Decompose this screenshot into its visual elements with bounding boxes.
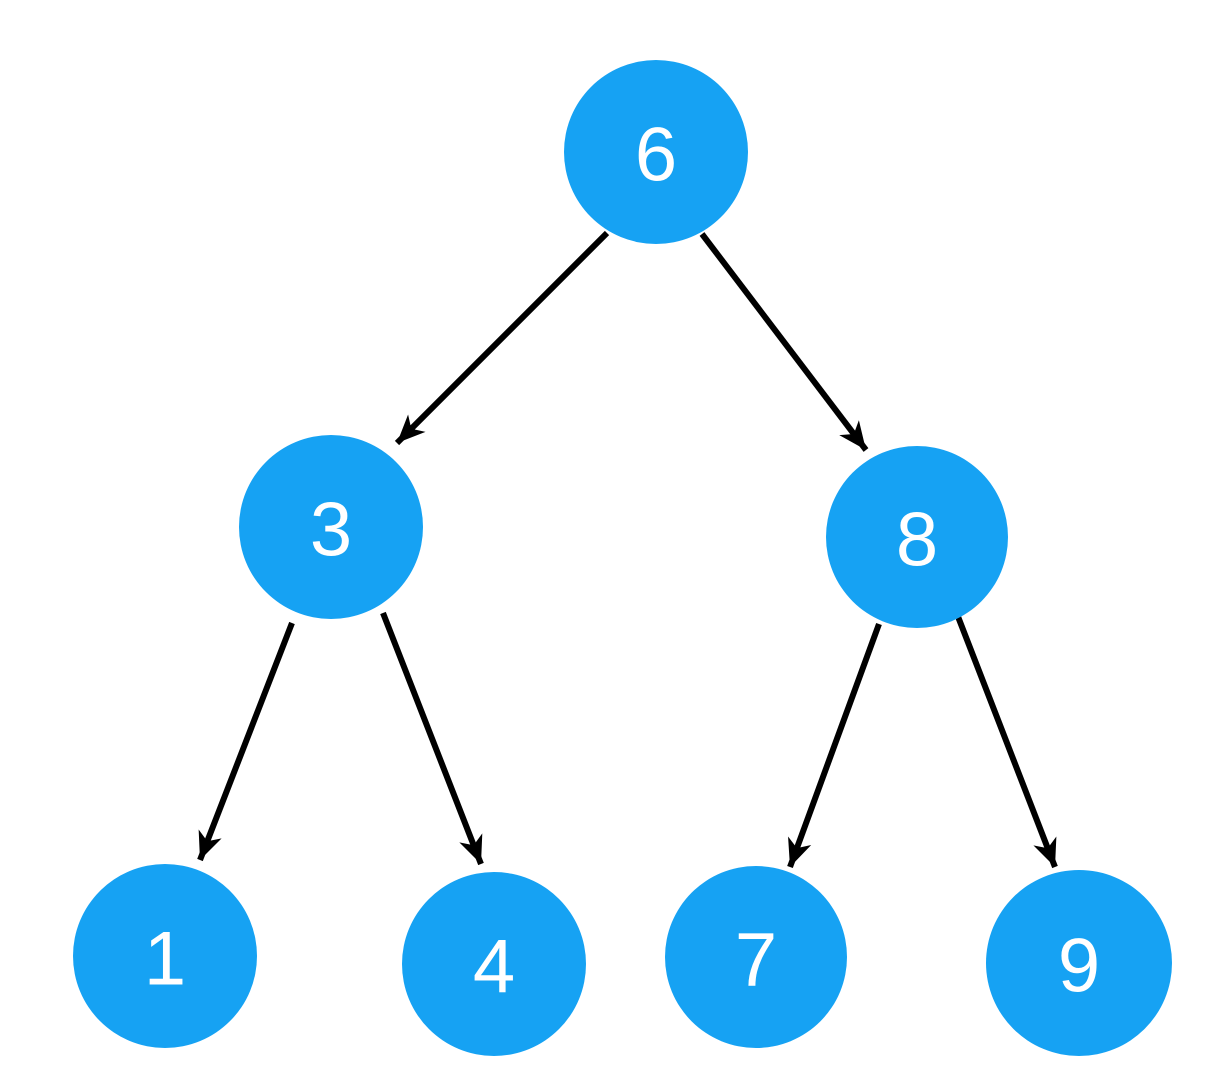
edge-6-3 xyxy=(394,230,610,446)
tree-node-label: 8 xyxy=(896,498,938,583)
tree-node-9: 9 xyxy=(986,870,1172,1056)
tree-node-circle xyxy=(665,866,847,1048)
tree-node-label: 1 xyxy=(144,917,186,1002)
tree-node-circle xyxy=(986,870,1172,1056)
tree-node-4: 4 xyxy=(402,872,586,1056)
tree-node-circle xyxy=(564,60,748,244)
edge-3-1 xyxy=(197,621,295,862)
tree-node-1: 1 xyxy=(73,864,257,1048)
tree-node-7: 7 xyxy=(665,866,847,1048)
tree-node-circle xyxy=(826,446,1008,628)
tree-node-circle xyxy=(73,864,257,1048)
tree-nodes: 6 3 8 1 4 7 9 xyxy=(73,60,1172,1056)
tree-node-label: 4 xyxy=(473,925,515,1010)
tree-node-label: 6 xyxy=(635,113,677,198)
tree-node-circle xyxy=(239,435,423,619)
tree-node-3: 3 xyxy=(239,435,423,619)
tree-edges xyxy=(197,230,1058,869)
tree-node-6: 6 xyxy=(564,60,748,244)
tree-node-circle xyxy=(402,872,586,1056)
edge-8-9 xyxy=(954,612,1058,869)
tree-node-label: 7 xyxy=(735,918,777,1003)
edge-6-8 xyxy=(699,232,869,452)
edge-8-7 xyxy=(787,622,882,869)
edge-3-4 xyxy=(380,611,484,866)
tree-node-8: 8 xyxy=(826,446,1008,628)
tree-node-label: 3 xyxy=(310,488,352,573)
tree-node-label: 9 xyxy=(1058,924,1100,1009)
